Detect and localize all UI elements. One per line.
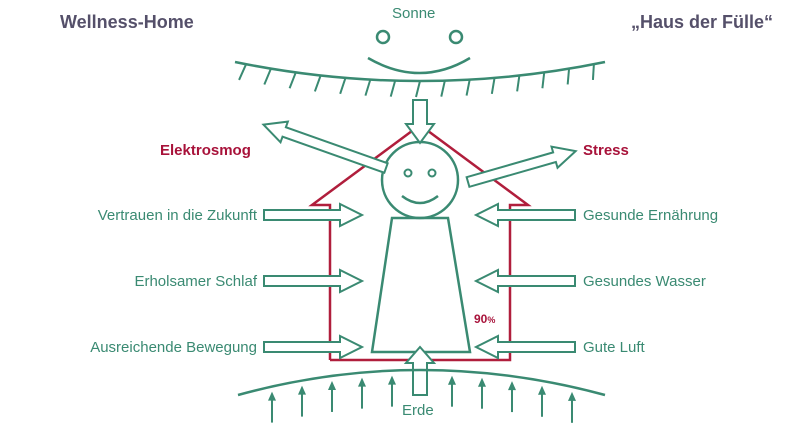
sun-ray	[440, 80, 446, 97]
sun-ray	[566, 68, 571, 85]
sun-rays	[238, 63, 595, 98]
sun-right-eye	[448, 29, 464, 45]
sun-ray	[541, 72, 546, 89]
percent-unit: %	[487, 315, 496, 325]
incoming-left-arrow-3	[263, 334, 365, 360]
incoming-left-arrow-1	[263, 202, 365, 228]
earth-label: Erde	[402, 402, 434, 419]
stress-arrow	[465, 145, 578, 189]
person-head	[380, 140, 460, 220]
incoming-right-arrow-3	[473, 334, 576, 360]
sun-smile	[367, 56, 471, 75]
sun-label: Sonne	[392, 5, 436, 22]
incoming-right-label-1: Gesunde Ernährung	[583, 207, 719, 224]
incoming-left-label-2: Erholsamer Schlaf	[134, 273, 257, 290]
earth-small-arrow	[478, 377, 486, 409]
earth-small-arrow	[358, 377, 366, 409]
stress-label: Stress	[583, 142, 629, 159]
incoming-left-label-1: Vertrauen in die Zukunft	[97, 207, 257, 224]
elektrosmog-arrow	[261, 120, 389, 174]
earth-small-arrow	[388, 375, 396, 407]
earth-arrows	[268, 375, 576, 423]
sun-ray	[263, 68, 272, 85]
earth-small-arrow	[538, 385, 546, 417]
percent-label: 90%	[474, 312, 495, 326]
sun-ray	[516, 75, 521, 92]
earth-arc	[237, 368, 606, 397]
right-title: „Haus der Fülle“	[630, 12, 773, 32]
earth-small-arrow	[568, 391, 576, 423]
sun-ray	[415, 80, 421, 98]
person-mouth	[401, 194, 439, 205]
sun-arrow	[404, 99, 436, 145]
house-outline	[308, 123, 532, 362]
incoming-arrows	[263, 202, 576, 360]
sun-ray	[389, 80, 397, 97]
sun-ray	[490, 77, 496, 95]
sun-ray	[313, 75, 322, 92]
earth-small-arrow	[268, 391, 276, 423]
incoming-right-arrow-2	[473, 268, 576, 294]
sun-ray	[465, 79, 471, 96]
incoming-right-label-3: Gute Luft	[583, 339, 645, 356]
percent-value: 90	[474, 312, 488, 326]
incoming-right-label-2: Gesundes Wasser	[583, 273, 706, 290]
sun-ray	[591, 64, 595, 80]
incoming-left-arrow-2	[263, 268, 365, 294]
earth-small-arrow	[508, 381, 516, 413]
sun-ray	[238, 63, 248, 81]
incoming-left-label-3: Ausreichende Bewegung	[90, 339, 257, 356]
earth-small-arrow	[298, 385, 306, 417]
sun-ray	[288, 72, 297, 89]
person-right-eye	[427, 168, 437, 178]
sun-arc	[234, 60, 606, 83]
sun-ray	[364, 79, 372, 96]
person-body	[370, 216, 472, 354]
earth-small-arrow	[448, 375, 456, 407]
sun-left-eye	[375, 29, 391, 45]
sun-ray	[339, 77, 347, 95]
earth-small-arrow	[328, 380, 336, 412]
incoming-right-arrow-1	[473, 202, 576, 228]
left-title: Wellness-Home	[60, 12, 194, 32]
person-left-eye	[403, 168, 413, 178]
elektrosmog-label: Elektrosmog	[160, 142, 251, 159]
